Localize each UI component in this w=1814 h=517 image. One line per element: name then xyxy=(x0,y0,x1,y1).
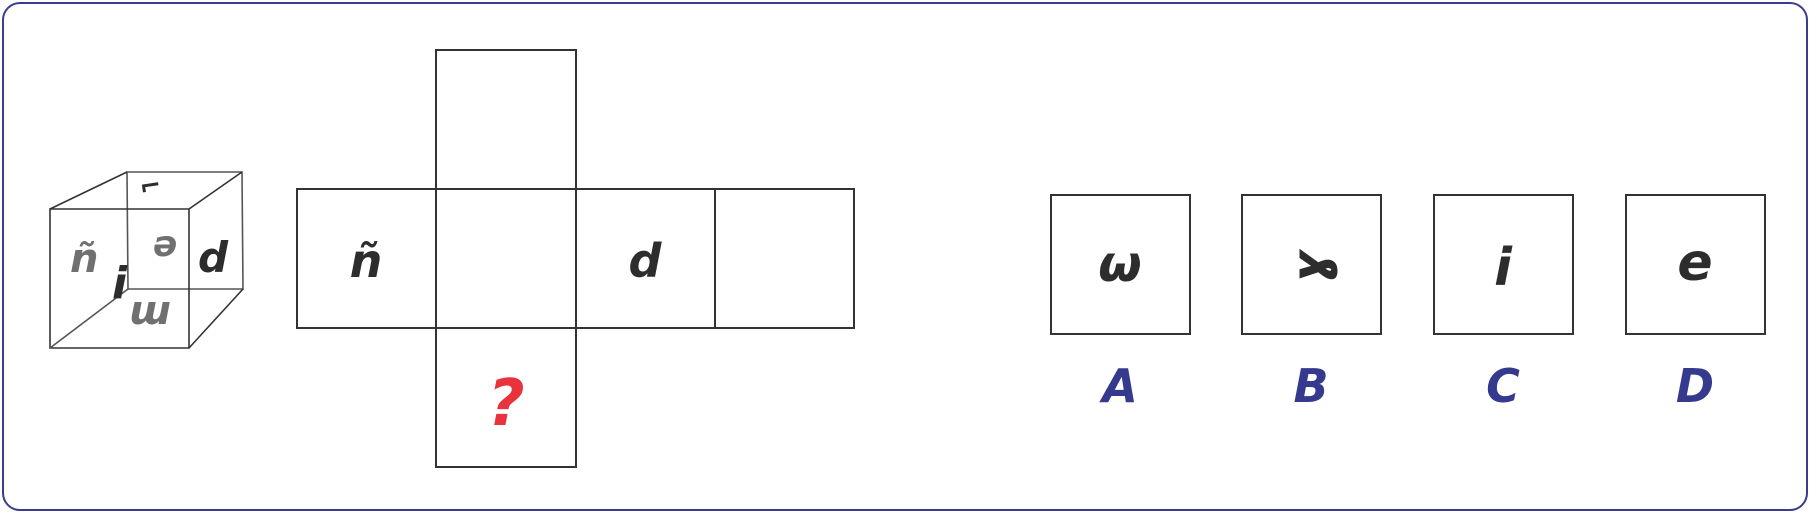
option-d-glyph: e xyxy=(1677,233,1712,293)
option-b-glyph: ɣ xyxy=(1281,247,1339,284)
cube-figure xyxy=(49,171,244,349)
net-glyph-left: ñ xyxy=(350,234,383,288)
cube-glyph-right: d xyxy=(198,233,229,282)
net-cell-far-right xyxy=(714,188,855,329)
option-a-label: A xyxy=(1099,359,1138,413)
option-c-glyph: i xyxy=(1494,238,1513,298)
cube-glyph-bottom: m xyxy=(129,292,171,338)
cube-glyph-front: ñ xyxy=(70,236,98,282)
option-a-box[interactable] xyxy=(1050,194,1191,335)
cube-edge xyxy=(49,288,129,349)
cube-glyph-top: ⌐ xyxy=(138,171,164,204)
option-a[interactable]: ω A xyxy=(1050,194,1191,413)
net-cell-center xyxy=(435,188,577,329)
cube-glyph-front-2: i xyxy=(112,258,128,309)
option-b[interactable]: ɣ B xyxy=(1241,194,1382,413)
options: ω A ɣ B i C e D xyxy=(1050,194,1766,413)
cube-glyph-back: ə xyxy=(153,224,177,265)
option-d[interactable]: e D xyxy=(1625,194,1766,413)
option-b-label: B xyxy=(1293,359,1328,413)
option-a-glyph: ω xyxy=(1098,235,1141,293)
option-d-box[interactable] xyxy=(1625,194,1766,335)
net-cell-left xyxy=(296,188,437,329)
option-d-label: D xyxy=(1676,359,1714,413)
option-b-box[interactable] xyxy=(1241,194,1382,335)
option-c-box[interactable] xyxy=(1433,194,1574,335)
option-c[interactable]: i C xyxy=(1433,194,1574,413)
cube-edge xyxy=(188,288,244,349)
net-cell-right xyxy=(575,188,716,329)
net-cell-bottom xyxy=(435,327,577,468)
cube-edge xyxy=(49,171,128,210)
option-c-label: C xyxy=(1486,359,1520,413)
cube-edge xyxy=(188,171,243,210)
net-question-mark: ? xyxy=(487,367,524,441)
net-glyph-right: d xyxy=(629,234,663,288)
net-cell-top xyxy=(435,49,577,190)
cube-net xyxy=(296,49,855,468)
